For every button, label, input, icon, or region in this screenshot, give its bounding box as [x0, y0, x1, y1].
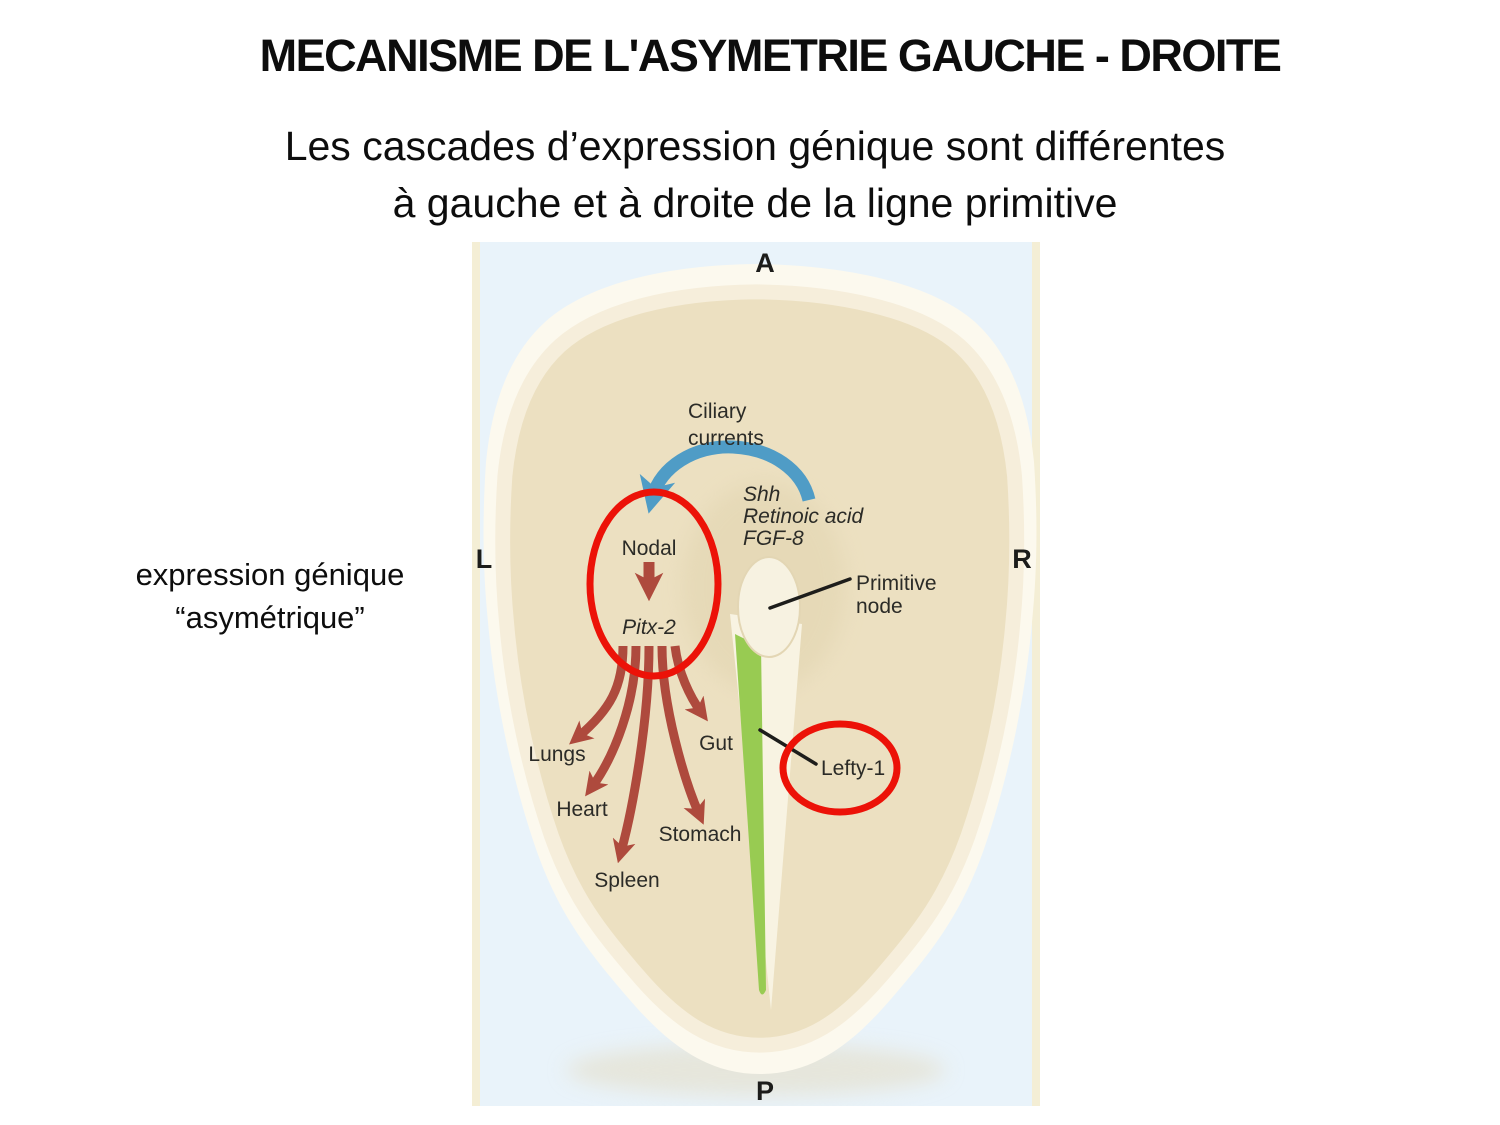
organ-arrow-gut [670, 645, 708, 722]
label-lungs: Lungs [528, 743, 585, 766]
primitive-streak-green [735, 634, 766, 995]
figure-border-left [472, 242, 480, 1106]
organ-arrow-stomach [657, 645, 706, 825]
label-nodal: Nodal [622, 537, 677, 560]
label-shh: Shh [743, 483, 780, 506]
subtitle-line-2: à gauche et à droite de la ligne primiti… [392, 180, 1118, 226]
highlight-ellipse-nodal-pitx2 [586, 488, 722, 680]
label-pitx2: Pitx-2 [622, 616, 676, 639]
side-note-line-2: “asymétrique” [175, 600, 365, 635]
orientation-label-left: L [476, 544, 493, 574]
label-retinoic-acid: Retinoic acid [743, 505, 865, 528]
label-ciliary-line1: Ciliary [688, 400, 747, 423]
figure-border-right [1032, 242, 1040, 1106]
embryo-diagram: A P L R Ciliary currents Shh Retinoic ac… [472, 242, 1040, 1106]
side-note-line-1: expression génique [135, 557, 405, 592]
label-gut: Gut [699, 732, 733, 755]
side-note: expression génique “asymétrique” [90, 553, 450, 639]
ciliary-current-arrow [639, 440, 816, 514]
organ-arrow-lungs [569, 645, 628, 745]
label-spleen: Spleen [594, 869, 659, 892]
label-primitive-node-line1: Primitive [856, 572, 937, 595]
embryo-figure: A P L R Ciliary currents Shh Retinoic ac… [472, 242, 1040, 1106]
label-stomach: Stomach [659, 823, 742, 846]
orientation-label-posterior: P [756, 1076, 774, 1106]
label-lefty1: Lefty-1 [821, 757, 885, 780]
label-primitive-node-line2: node [856, 595, 903, 618]
label-fgf8: FGF-8 [743, 527, 804, 550]
highlight-ellipse-lefty1 [779, 720, 901, 816]
pointer-line-primitive-node [768, 577, 852, 610]
label-ciliary-line2: currents [688, 427, 764, 450]
orientation-label-right: R [1012, 544, 1032, 574]
organ-arrow-heart [585, 645, 641, 797]
slide-subtitle: Les cascades d’expression génique sont d… [0, 118, 1500, 232]
subtitle-line-1: Les cascades d’expression génique sont d… [284, 123, 1226, 169]
slide-title: MECANISME DE L'ASYMETRIE GAUCHE - DROITE [259, 30, 1282, 81]
orientation-label-anterior: A [755, 248, 775, 278]
label-heart: Heart [556, 798, 608, 821]
